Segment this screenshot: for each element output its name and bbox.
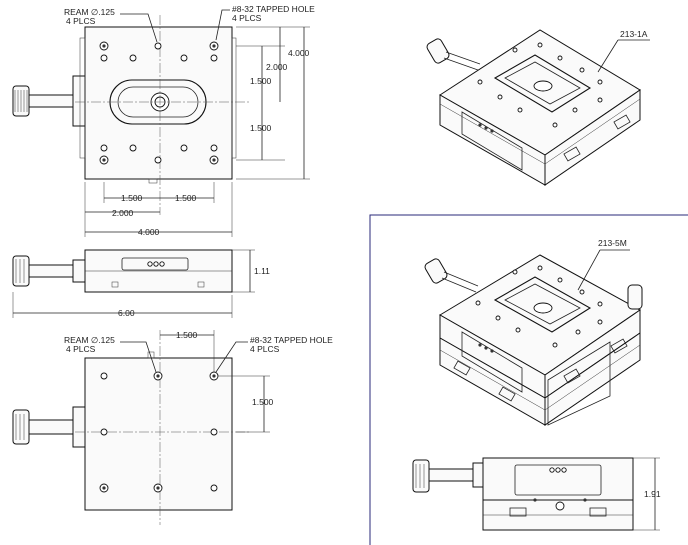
side-double-dim-height: 1.91	[644, 489, 661, 499]
side-dim-length: 6.00	[118, 308, 135, 318]
bottom-view: REAM ∅.125 4 PLCS #8-32 TAPPED HOLE 4 PL…	[12, 330, 333, 525]
top-dim-1500-lower: 1.500	[250, 123, 272, 133]
side-dim-height: 1.11	[254, 266, 270, 276]
top-dim-4000-v: 4.000	[288, 48, 310, 58]
top-dim-4000: 4.000	[138, 227, 160, 237]
iso-double-holes	[475, 265, 603, 348]
bottom-ream-count: 4 PLCS	[66, 344, 96, 354]
top-dim-1500-left: 1.500	[121, 193, 143, 203]
top-dim-1500-upper: 1.500	[250, 76, 272, 86]
iso-view-double-stage: 213-5M	[424, 238, 643, 426]
top-view-vertical-dims: 1.500 1.500 2.000 4.000	[236, 26, 310, 180]
top-ream-count: 4 PLCS	[66, 16, 96, 26]
top-dim-2000: 2.000	[112, 208, 134, 218]
iso-double-part-number: 213-5M	[598, 238, 627, 248]
bottom-tapped-count: 4 PLCS	[250, 344, 280, 354]
iso-view-single-stage: 213-1A	[426, 29, 650, 186]
top-tapped-label: #8-32 TAPPED HOLE	[232, 4, 315, 14]
top-tapped-count: 4 PLCS	[232, 13, 262, 23]
top-ream-label: REAM ∅.125	[64, 7, 115, 17]
side-view-double-stage: 1.91	[412, 457, 661, 531]
side-view: 1.11 6.00	[12, 249, 270, 318]
top-view-horizontal-dims: 1.500 1.500 2.000 4.000	[84, 182, 233, 237]
side-double-upper-body	[482, 457, 634, 501]
top-dim-2000-v: 2.000	[266, 62, 288, 72]
iso-single-part-number: 213-1A	[620, 29, 648, 39]
top-view: REAM ∅.125 4 PLCS #8-32 TAPPED HOLE 4 PL…	[12, 4, 315, 237]
bottom-tapped-label: #8-32 TAPPED HOLE	[250, 335, 333, 345]
top-view-knob	[12, 75, 86, 127]
bottom-view-holes	[99, 371, 219, 493]
iso-single-holes	[477, 42, 603, 128]
bottom-dim-1500-v: 1.500	[252, 397, 274, 407]
top-dim-1500-right: 1.500	[175, 193, 197, 203]
top-view-holes	[99, 41, 219, 165]
right-panel-border	[369, 214, 688, 545]
bottom-dim-1500-h: 1.500	[176, 330, 198, 340]
bottom-ream-label: REAM ∅.125	[64, 335, 115, 345]
